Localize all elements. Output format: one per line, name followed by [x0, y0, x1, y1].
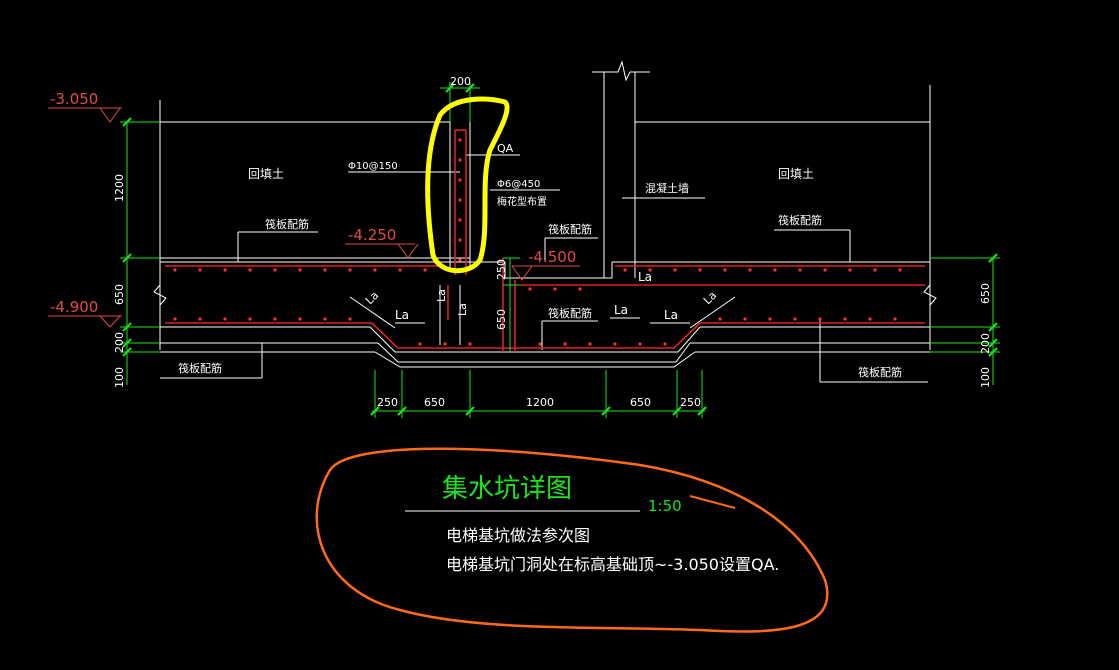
dim-bottom-650b: 650 [630, 396, 651, 409]
label-la-8: La [456, 303, 469, 316]
rebar-dots [173, 138, 902, 346]
drawing-scale: 1:50 [648, 497, 682, 515]
label-la-4: La [664, 308, 678, 322]
dim-mid-650: 650 [495, 309, 508, 330]
label-concrete-wall: 混凝土墙 [645, 181, 689, 195]
rebar-lines [165, 129, 925, 352]
structure-outline [153, 60, 937, 383]
dimension-ticks [122, 83, 998, 416]
label-backfill-left: 回填土 [248, 167, 284, 181]
note-line-2: 电梯基坑门洞处在标高基础顶~-3.050设置QA. [446, 555, 779, 574]
label-raft-rebar-5: 筏板配筋 [178, 361, 222, 375]
dim-left-1200: 1200 [113, 174, 126, 202]
level-text-top: -3.050 [50, 90, 98, 108]
label-la-1: La [395, 308, 409, 322]
dim-mid-250: 250 [495, 259, 508, 280]
label-raft-rebar-3: 筏板配筋 [548, 222, 592, 236]
label-rebar-main: Φ10@150 [348, 161, 398, 172]
level-text-pit-top: -4.500 [528, 248, 576, 266]
label-raft-rebar-4: 筏板配筋 [548, 306, 592, 320]
dim-left-650: 650 [113, 284, 126, 305]
label-la-7: La [435, 289, 448, 302]
label-quincunx: 梅花型布置 [497, 195, 547, 208]
yellow-highlight-loop [425, 96, 510, 274]
drawing-title: 集水坑详图 [442, 474, 572, 504]
dim-wall-width: 200 [450, 75, 471, 88]
level-text-bottom: -4.900 [50, 298, 98, 316]
label-qa: QA [497, 142, 514, 155]
label-la-2: La [638, 270, 652, 284]
label-raft-rebar-1: 筏板配筋 [265, 217, 309, 231]
label-la-5: La [363, 289, 381, 307]
label-la-3: La [614, 303, 628, 317]
dim-right-650: 650 [979, 283, 992, 304]
dim-right-100: 100 [979, 367, 992, 388]
dim-bottom-250a: 250 [377, 396, 398, 409]
dim-left-100: 100 [113, 367, 126, 388]
level-text-mid: -4.250 [348, 226, 396, 244]
label-raft-rebar-2: 筏板配筋 [778, 213, 822, 227]
label-la-6: La [701, 289, 719, 307]
dim-bottom-1200: 1200 [526, 396, 554, 409]
dim-left-200: 200 [113, 332, 126, 353]
orange-tail [689, 495, 736, 509]
label-raft-rebar-6: 筏板配筋 [858, 365, 902, 379]
label-rebar-tie: Φ6@450 [497, 179, 540, 190]
level-marks [48, 107, 580, 328]
note-line-1: 电梯基坑做法参次图 [446, 526, 590, 545]
orange-highlight-loop [315, 447, 829, 633]
dim-right-200: 200 [979, 333, 992, 354]
dim-bottom-250b: 250 [680, 396, 701, 409]
label-backfill-right: 回填土 [778, 167, 814, 181]
dim-bottom-650a: 650 [424, 396, 445, 409]
